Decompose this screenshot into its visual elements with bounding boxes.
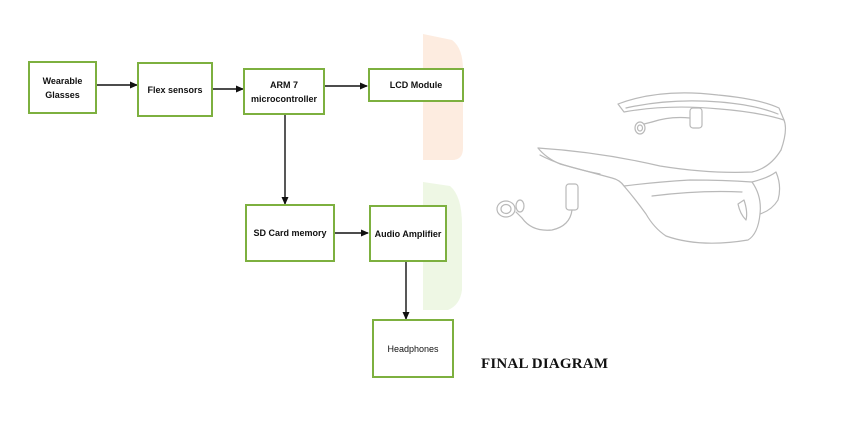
block-arm7-microcontroller: ARM 7 microcontroller bbox=[243, 68, 325, 115]
block-sd-card-memory: SD Card memory bbox=[245, 204, 335, 262]
diagram-caption: FINAL DIAGRAM bbox=[481, 356, 609, 372]
block-wearable-glasses: Wearable Glasses bbox=[28, 61, 97, 114]
block-arm7-label: ARM 7 microcontroller bbox=[250, 79, 317, 104]
block-wearable-glasses-label: Wearable Glasses bbox=[42, 75, 83, 100]
block-flex-sensors-label: Flex sensors bbox=[147, 84, 203, 95]
block-lcd-label: LCD Module bbox=[389, 80, 443, 90]
block-headphones: Headphones bbox=[372, 319, 454, 378]
block-headphones-label: Headphones bbox=[387, 343, 439, 354]
block-lcd-module: LCD Module bbox=[368, 68, 464, 102]
block-flex-sensors: Flex sensors bbox=[137, 62, 213, 117]
block-audio-amp-label: Audio Amplifier bbox=[374, 228, 442, 239]
block-audio-amplifier: Audio Amplifier bbox=[369, 205, 447, 262]
block-sd-card-label: SD Card memory bbox=[253, 228, 327, 238]
